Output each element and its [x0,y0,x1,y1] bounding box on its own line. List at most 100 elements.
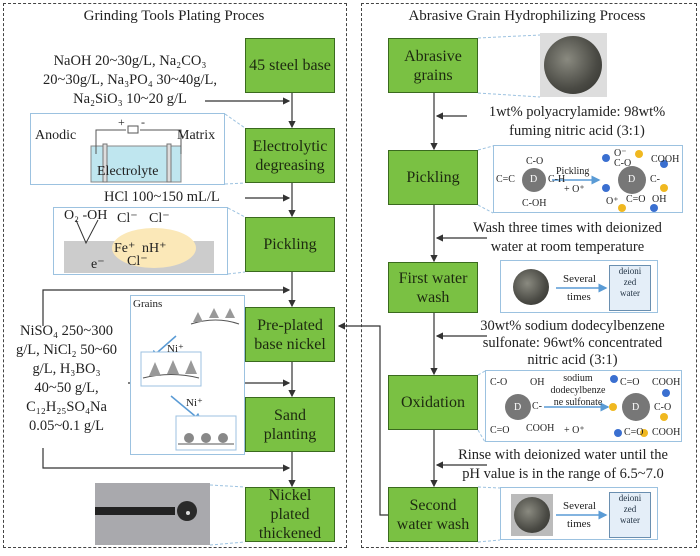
chem-label: OH [530,377,545,388]
chem-label: C=C [496,174,515,185]
chem-label: COOH [652,427,681,438]
pickling-arrow-label: Pickling [556,166,590,177]
chem-label: C-O [490,377,508,388]
chem-label: O⁺ [606,196,619,207]
several-label: Several [563,500,596,512]
abrasive-grains-photo [540,33,607,97]
nh-label: nH⁺ [142,241,167,256]
chem-label: O⁻ [614,148,627,159]
step-oxidation: Oxidation [388,375,478,430]
solution-line: 40~50 g/L, [34,380,99,396]
plus-sign: + [118,115,125,129]
chem-label: + O⁺ [564,425,585,436]
grains-inset: Grains Ni⁺ Ni⁺ [130,295,245,455]
note-line: water at room temperature [490,239,645,255]
step-nickel-plated-thickened: Nickel plated thickened [245,487,335,542]
solution-line: g/L, NiCl₂ 50~60 [15,342,118,358]
chem-label: C-OH [522,198,547,209]
times-label: times [567,518,591,530]
solution-line: 0.05~0.1 g/L [28,418,105,434]
agent-line: dodecylbenze [550,385,606,396]
agent-line: ne sulfonate [553,397,603,408]
chem-label: C- [532,401,542,412]
o2-label: O₂ -OH [64,208,108,223]
diamond-label: D [514,402,522,413]
chem-label: C=O [626,194,646,205]
solution-line: NiSO₄ 250~300 [19,323,114,339]
beaker-line: deioni [618,266,642,276]
electrolyte-label: Electrolyte [97,164,159,179]
pickling-inset: O₂ -OH Cl⁻ Cl⁻ Fe⁺ nH⁺ Cl⁻ e⁻ [53,207,228,275]
solution-line: fuming nitric acid (3:1) [509,123,645,139]
solution-line: NaOH 20~30g/L, Na₂CO₃ [53,53,207,69]
pickling-solution-grain: 1wt% polyacrylamide: 98wt% fuming nitric… [462,103,692,141]
pickling-solution: HCl 100~150 mL/L [104,189,220,205]
solution-line: C₁₂H₂₅SO₄Na [26,399,107,415]
diamond-label: D [628,174,636,185]
right-panel [361,3,697,548]
tool-photo [95,483,210,545]
left-panel [3,3,347,548]
note-line: Wash three times with deionized [473,220,662,236]
beaker-line: deioni [618,493,642,503]
chem-label: C-O [526,156,544,167]
cl-label: Cl⁻ [117,211,138,226]
step-abrasive-grains: Abrasive grains [388,38,478,93]
step-pickling-grain: Pickling [388,150,478,205]
chem-label: COOH [652,377,681,388]
solution-line: 20~30g/L, Na₃PO₄ 30~40g/L, [42,72,217,88]
left-panel-title: Grinding Tools Plating Proces [83,8,265,24]
ni-ion-label: Ni⁺ [186,397,203,409]
beaker-line: water [620,288,640,298]
wash-note: Wash three times with deionized water at… [440,219,695,257]
step-second-water-wash: Second water wash [388,487,478,542]
nickel-solution: NiSO₄ 250~300 g/L, NiCl₂ 50~60 g/L, H₃BO… [4,322,129,436]
grains-label: Grains [133,298,163,310]
step-sand-planting: Sand planting [245,397,335,452]
electrolysis-inset: + - Anodic Matrix Electrolyte [30,113,225,185]
solution-line: nitric acid (3:1) [527,352,618,368]
note-line: pH value is in the range of 6.5~7.0 [462,466,664,482]
several-label: Several [563,273,596,285]
anodic-label: Anodic [35,128,77,143]
degreasing-solution: NaOH 20~30g/L, Na₂CO₃ 20~30g/L, Na₃PO₄ 3… [20,52,240,109]
electron-label: e⁻ [91,257,105,272]
diamond-label: D [530,174,538,185]
fe-label: Fe⁺ [114,241,136,256]
diamond-label: D [632,402,640,413]
chem-label: COOH [651,154,680,165]
chem-label: OH [652,194,667,205]
chem-label: C=O [620,377,640,388]
oxidation-solution: 30wt% sodium dodecylbenzene sulfonate: 9… [450,318,695,369]
beaker-line: zed [623,277,637,287]
chem-label: C=O [490,425,510,436]
solution-line: 30wt% sodium dodecylbenzene [480,318,665,334]
chem-label: + O⁺ [564,184,585,195]
chem-label: C-O [654,402,672,413]
grain-photo [511,494,553,536]
solution-line: Na₂SiO₃ 10~20 g/L [73,91,187,107]
step-45-steel-base: 45 steel base [245,38,335,93]
agent-line: sodium [563,373,593,384]
beaker-line: zed [623,504,637,514]
minus-sign: - [141,115,145,129]
step-pickling: Pickling [245,217,335,272]
step-electrolytic-degreasing: Electrolytic degreasing [245,128,335,183]
step-first-water-wash: First water wash [388,262,478,313]
times-label: times [567,291,591,303]
cl-label: Cl⁻ [149,211,170,226]
chem-label: C-O [614,158,632,169]
chem-label: C=O [624,427,644,438]
pickling-reaction-inset: C-O C=C D C-H C-OH Pickling + O⁺ C-O O⁻ … [493,145,683,213]
solution-line: g/L, H₃BO₃ [32,361,101,377]
ni-ion-label: Ni⁺ [167,343,184,355]
note-line: Rinse with deionized water until the [458,447,668,463]
chem-label: C-H [548,174,566,185]
